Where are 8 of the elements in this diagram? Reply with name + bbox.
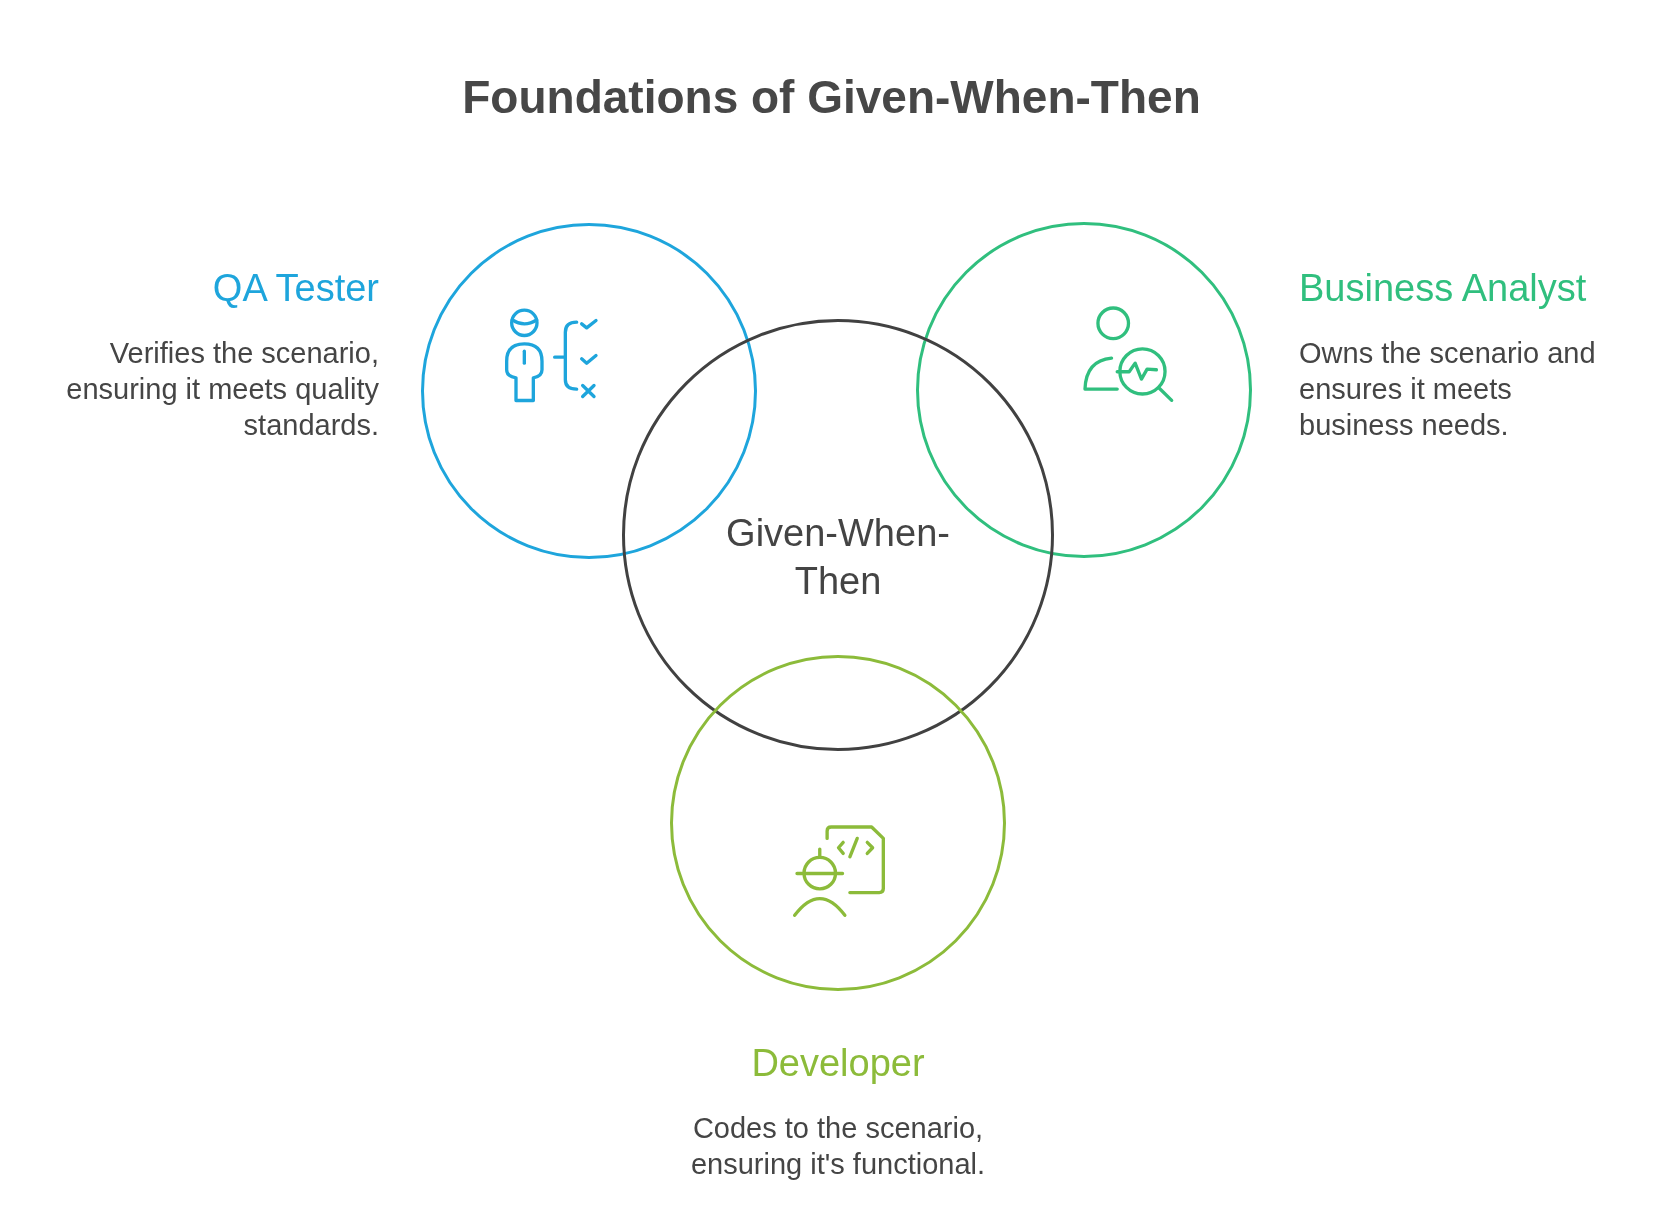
role-description: Owns the scenario and ensures it meets business needs. (1299, 336, 1597, 443)
role-description: Codes to the scenario, ensuring it's functional. (689, 1111, 987, 1182)
role-heading: QA Tester (212, 266, 379, 310)
role-heading: Developer (751, 1041, 925, 1085)
role-description: Verifies the scenario, ensuring it meets quality standards. (65, 336, 379, 443)
circle-label: Given-When-Then (725, 511, 951, 604)
diagram-title: Foundations of Given-When-Then (462, 70, 1201, 124)
role-heading: Business Analyst (1299, 266, 1587, 310)
